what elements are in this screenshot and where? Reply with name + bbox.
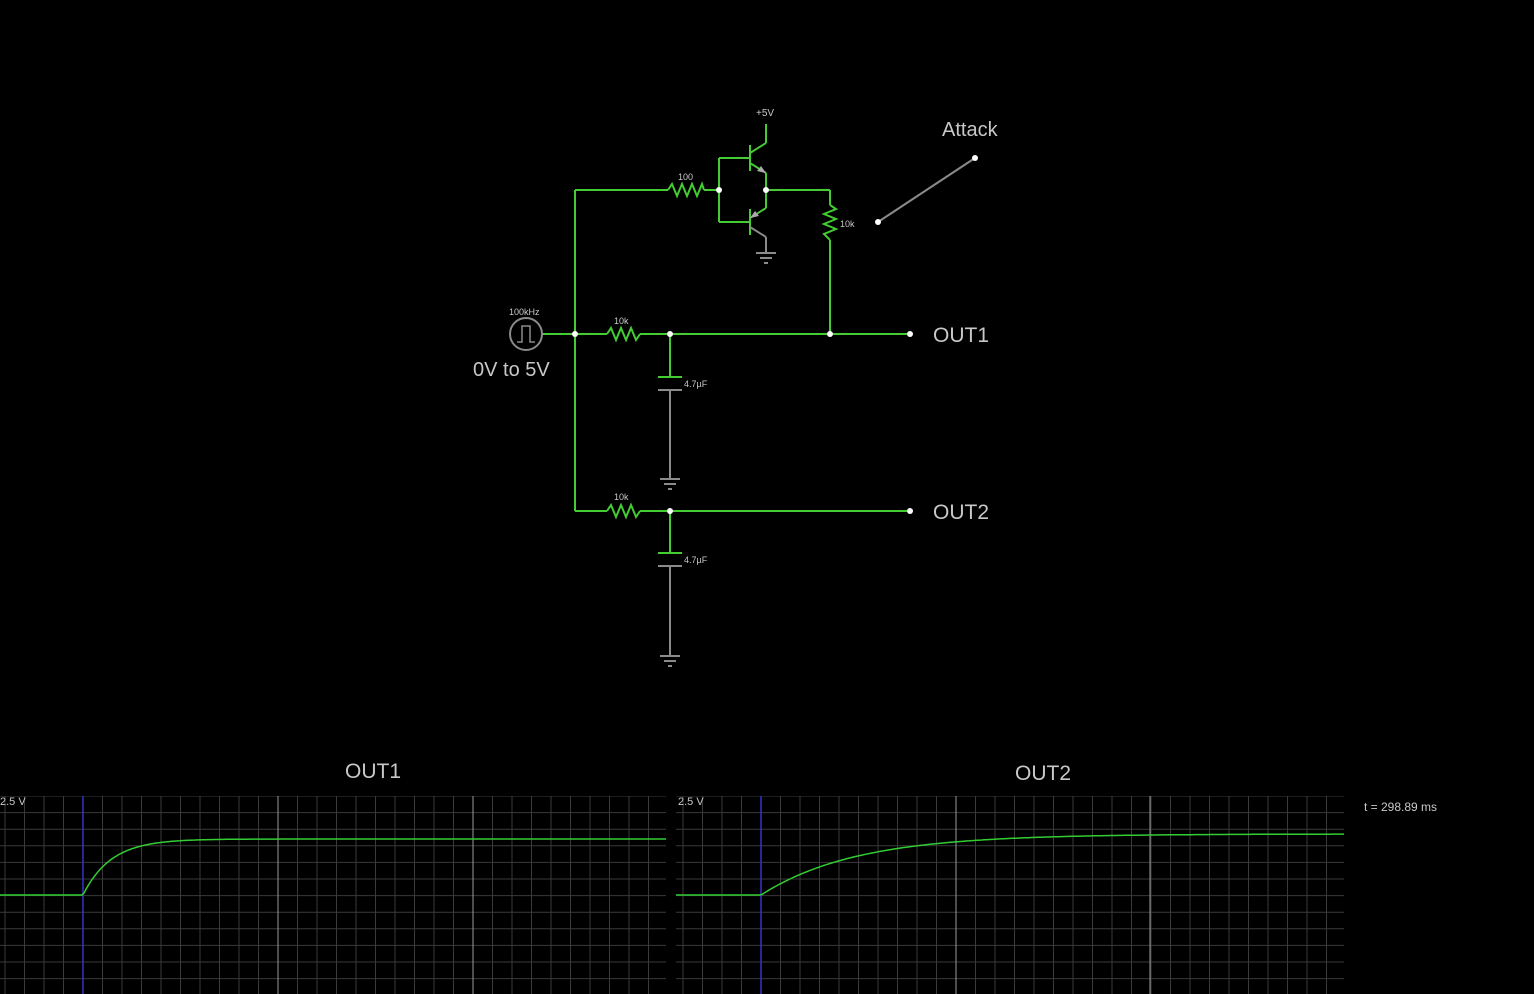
- grey-wires: [669, 226, 767, 655]
- scope-out1-grid: [0, 796, 666, 994]
- resistor-out2[interactable]: [606, 502, 641, 520]
- resistor-out1[interactable]: [606, 325, 641, 343]
- resistor-attack-label: 10k: [840, 219, 855, 229]
- ground-icon: [660, 655, 680, 667]
- out2-label: OUT2: [933, 501, 989, 524]
- attack-switch-lever[interactable]: [877, 157, 976, 223]
- resistor-out1-label: 10k: [614, 316, 629, 326]
- scope-out2-trace: [676, 833, 1344, 896]
- square-wave-source[interactable]: [509, 317, 543, 351]
- circuit-canvas[interactable]: +5V 100 10k 10k 10k 4.7µF 4.7µF 100kHz 0…: [0, 0, 1534, 740]
- scope-out1-trace: [0, 838, 666, 896]
- scope-out1-title: OUT1: [345, 760, 402, 783]
- source-range-label: 0V to 5V: [473, 359, 550, 381]
- resistor-out2-label: 10k: [614, 492, 629, 502]
- supply-label: +5V: [756, 108, 774, 119]
- capacitor-out1-label: 4.7µF: [684, 379, 708, 389]
- scope-out2-grid: [676, 796, 1344, 994]
- scope-out2[interactable]: [676, 796, 1344, 994]
- resistor-top-label: 100: [678, 172, 693, 182]
- scope-out1-voltage-label: 2.5 V: [0, 796, 26, 808]
- out2-terminal: [907, 508, 913, 514]
- scope-out2-voltage-label: 2.5 V: [678, 796, 704, 808]
- out1-label: OUT1: [933, 324, 989, 347]
- ground-icon: [660, 478, 680, 490]
- scope-out1[interactable]: [0, 796, 666, 994]
- source-frequency-label: 100kHz: [509, 307, 540, 317]
- capacitor-out2-label: 4.7µF: [684, 555, 708, 565]
- resistor-top[interactable]: [667, 181, 705, 199]
- junction-dots: [572, 155, 978, 514]
- ground-icon: [756, 252, 776, 264]
- resistor-attack[interactable]: [821, 204, 839, 241]
- capacitor-out2[interactable]: [658, 552, 682, 567]
- out1-terminal: [907, 331, 913, 337]
- capacitor-out1[interactable]: [658, 376, 682, 391]
- scope-out2-title: OUT2: [1015, 762, 1072, 785]
- time-readout: t = 298.89 ms: [1364, 800, 1438, 814]
- wires: [542, 124, 910, 553]
- attack-label: Attack: [942, 119, 999, 141]
- transistor-arrows: [750, 166, 766, 218]
